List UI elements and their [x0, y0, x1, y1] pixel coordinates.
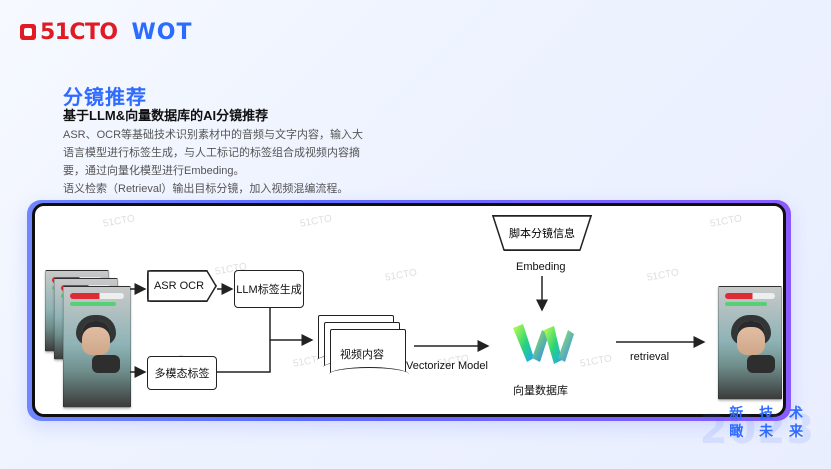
page-description: ASR、OCR等基础技术识别素材中的音频与文字内容，输入大 语言模型进行标签生成…	[63, 126, 368, 198]
asr-ocr-label: ASR OCR	[153, 280, 205, 292]
game-hud-bar	[725, 293, 775, 299]
script-info-label: 脚本分镜信息	[509, 228, 575, 240]
asr-ocr-node: ASR OCR	[147, 270, 217, 302]
corner-year: 2023	[699, 407, 815, 453]
multimodal-tags-node: 多模态标签	[147, 356, 217, 390]
watermark: 51CTO	[579, 353, 613, 370]
game-hud-bar	[70, 293, 124, 299]
watermark: 51CTO	[299, 213, 333, 230]
vector-db-icon	[513, 324, 574, 364]
vectorizer-model-label: Vectorizer Model	[406, 360, 488, 372]
description-line-4: 语义检索（Retrieval）输出目标分镜，加入视频混编流程。	[63, 183, 349, 195]
watermark: 51CTO	[709, 213, 743, 230]
multimodal-tags-label: 多模态标签	[154, 368, 210, 380]
top-left-logo: 51CTO WOT	[20, 19, 192, 45]
brand-wot-text: WOT	[131, 19, 193, 45]
brand-51cto: 51CTO	[20, 19, 118, 45]
retrieval-label: retrieval	[630, 351, 670, 363]
llm-tagging-label: LLM标签生成	[236, 284, 302, 296]
description-line-2: 语言模型进行标签生成，与人工标记的标签组合成视频内容摘	[63, 147, 360, 159]
watermark: 51CTO	[384, 267, 418, 284]
description-line-3: 要，通过向量化模型进行Embeding。	[63, 165, 245, 177]
diagram-panel: 51CTO 51CTO 51CTO 51CTO 51CTO 51CTO 51CT…	[32, 203, 786, 417]
brand-51cto-text: 51CTO	[40, 19, 118, 45]
embeding-label: Embeding	[516, 261, 566, 273]
input-video-thumbnail-3	[63, 286, 131, 408]
video-content-node	[317, 315, 409, 382]
description-line-1: ASR、OCR等基础技术识别素材中的音频与文字内容，输入大	[63, 129, 364, 141]
page-title: 分镜推荐	[63, 87, 147, 109]
person-face	[82, 321, 110, 355]
watermark: 51CTO	[102, 213, 136, 230]
corner-slogan-line-1: 新 技 术	[729, 405, 809, 421]
video-content-label: 视频内容	[340, 349, 384, 361]
output-video-thumbnail	[718, 286, 782, 400]
person-face	[737, 321, 765, 355]
game-hud-bar	[70, 302, 116, 306]
llm-tagging-node: LLM标签生成	[234, 270, 304, 308]
corner-slogan: 2023 新 技 术 瞰 未 来	[695, 397, 815, 453]
brand-51cto-icon	[20, 24, 36, 40]
document-stack-layer	[329, 329, 409, 382]
phone-in-hand	[92, 355, 120, 373]
phone-in-hand	[747, 355, 775, 373]
vector-db-label: 向量数据库	[513, 385, 568, 397]
page-subtitle: 基于LLM&向量数据库的AI分镜推荐	[63, 108, 269, 123]
script-info-node: 脚本分镜信息	[492, 215, 592, 251]
watermark: 51CTO	[646, 267, 680, 284]
corner-slogan-line-2: 瞰 未 来	[729, 423, 809, 439]
brand-wot: WOT	[131, 20, 192, 45]
game-hud-bar	[725, 302, 767, 306]
